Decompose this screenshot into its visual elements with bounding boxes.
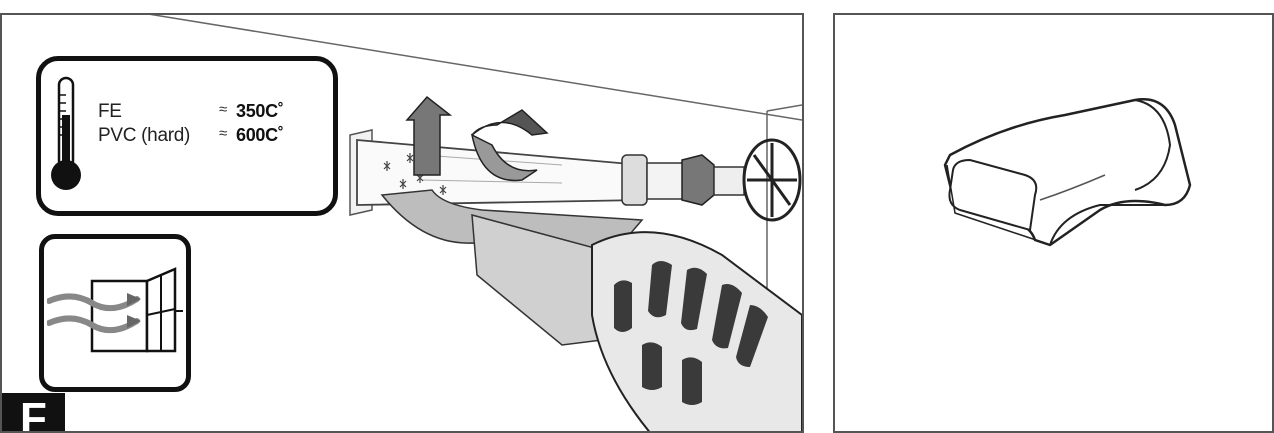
approx-symbol: ≈ <box>219 101 227 118</box>
right-illustration-panel <box>833 13 1274 433</box>
heat-arrows <box>405 95 549 182</box>
left-illustration-panel: FE ≈ 350C˚ PVC (hard) ≈ 600C˚ F <box>0 13 804 433</box>
valve-wheel <box>742 138 802 222</box>
material-label: PVC (hard) <box>98 125 191 146</box>
reflector-nozzle-icon <box>943 98 1192 247</box>
heat-gun-pipe-illustration <box>149 15 802 431</box>
pipe-coupling <box>621 154 745 206</box>
material-label: FE <box>98 101 122 122</box>
ventilation-info-box <box>39 234 191 392</box>
temperature-value: 600C˚ <box>236 125 284 145</box>
open-window-ventilation-icon <box>47 267 183 353</box>
temperature-info-box: FE ≈ 350C˚ PVC (hard) ≈ 600C˚ <box>36 56 338 216</box>
section-badge: F <box>2 393 65 431</box>
thermometer-icon <box>51 76 81 190</box>
approx-symbol: ≈ <box>219 125 227 142</box>
temperature-value: 350C˚ <box>236 101 284 121</box>
heat-gun-icon <box>471 213 802 431</box>
